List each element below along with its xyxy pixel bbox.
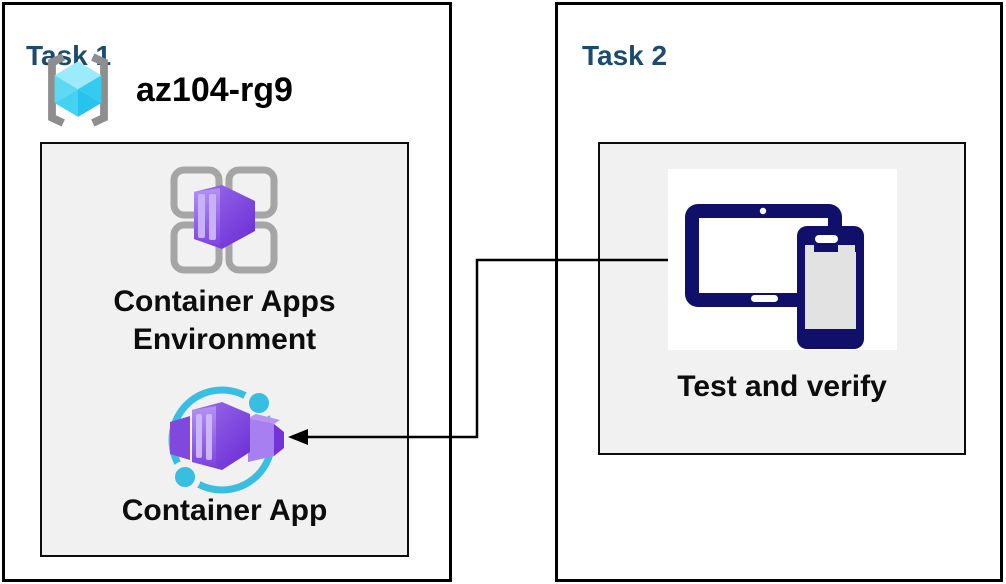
- devices-icon-backdrop: [668, 169, 897, 350]
- container-app-label: Container App: [121, 494, 328, 527]
- test-verify-panel: Test and verify: [598, 142, 966, 455]
- environment-label-line2: Environment: [132, 322, 317, 356]
- task2-box: Task 2 Test and verify: [555, 2, 1003, 582]
- resource-group-row: az104-rg9: [34, 51, 293, 129]
- resource-group-name: az104-rg9: [136, 70, 293, 109]
- container-apps-environment-icon: [170, 166, 278, 274]
- task1-box: Task 1 az104-rg9: [2, 2, 452, 582]
- test-verify-label: Test and verify: [677, 370, 887, 403]
- task2-title: Task 2: [582, 40, 668, 72]
- resource-group-icon: [48, 53, 108, 127]
- container-app-icon: [168, 386, 284, 494]
- environment-label-line1: Container Apps: [113, 285, 336, 318]
- environment-label: Container Apps Environment: [42, 283, 407, 358]
- tablet-phone-devices-icon: [685, 204, 864, 349]
- container-apps-panel: Container Apps Environment: [40, 142, 409, 557]
